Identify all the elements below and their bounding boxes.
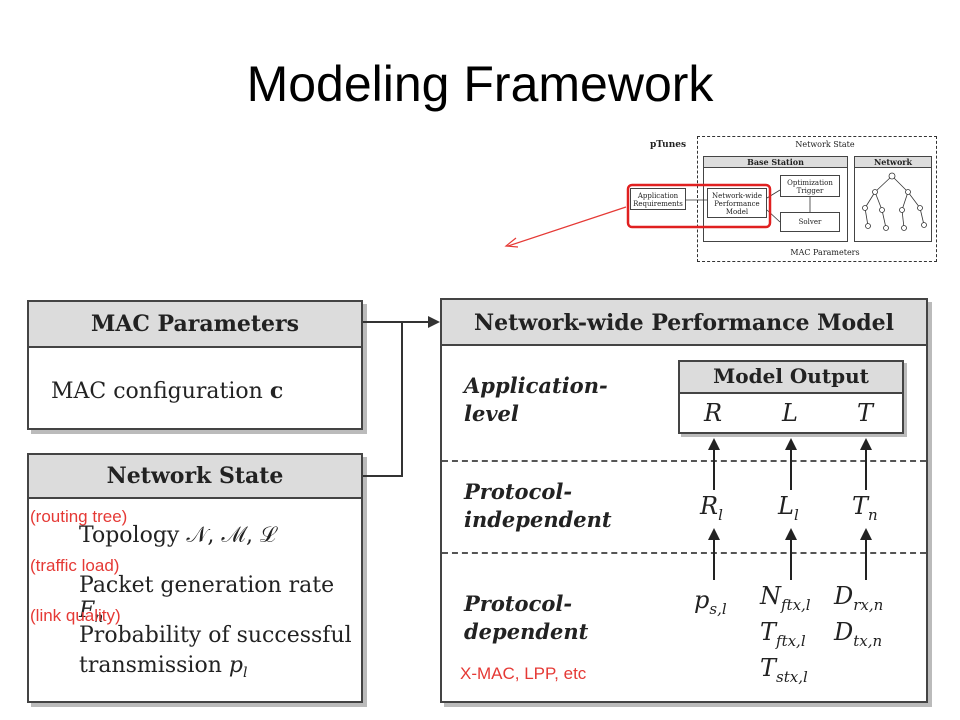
output-R: R (704, 399, 723, 427)
probability-sub: l (242, 665, 248, 682)
thumb-network: Network (854, 156, 932, 242)
var-L-l-sub: l (793, 505, 799, 524)
thumbnail-diagram: pTunes Network State Base Station Networ… (620, 130, 940, 265)
packet-rate-symbol: F (79, 598, 95, 623)
thumb-app-req: Application Requirements (630, 188, 686, 210)
network-state-header: Network State (29, 455, 361, 499)
thumb-network-tree (626, 172, 927, 231)
var-T-n-sub: n (868, 505, 878, 524)
output-L: L (782, 399, 798, 427)
level-application-line-1: Application- (464, 373, 608, 398)
mac-parameters-header: MAC Parameters (29, 302, 361, 348)
var-D-rx: Drx,n (834, 582, 883, 614)
thumb-base-station: Base Station (703, 156, 848, 242)
var-p-sl: ps,l (694, 586, 727, 618)
thumb-network-header: Network (855, 157, 931, 168)
var-p-sl-base: p (694, 586, 710, 614)
level-independent-line-2: independent (464, 507, 612, 532)
mac-parameters-box: MAC Parameters MAC configuration c (27, 300, 363, 430)
var-T-n: Tn (852, 492, 878, 524)
annotation-traffic-load: (traffic load) (30, 556, 120, 575)
probability-line-1: Probability of successful (79, 623, 352, 648)
packet-rate-sub: n (94, 610, 104, 627)
var-D-tx-base: D (834, 618, 854, 646)
level-protocol-dependent: Protocol- dependent (464, 590, 588, 646)
performance-model-box: Network-wide Performance Model Applicati… (440, 298, 928, 703)
level-dependent-line-2: dependent (464, 619, 589, 644)
level-divider-1 (442, 460, 926, 462)
model-output-box: Model Output (678, 360, 904, 434)
var-T-ftx: Tftx,l (760, 618, 806, 650)
var-R-l-sub: l (718, 505, 723, 524)
level-divider-2 (442, 552, 926, 554)
level-application: Application- level (464, 372, 608, 428)
var-N-ftx: Nftx,l (760, 582, 811, 614)
var-T-stx-sub: stx,l (776, 667, 808, 686)
annotation-link-quality: (link quality) (30, 606, 121, 625)
mac-configuration-text: MAC configuration (51, 379, 263, 404)
network-state-box: Network State Topology 𝒩, ℳ, ℒ Packet ge… (27, 453, 363, 703)
level-dependent-line-1: Protocol- (464, 591, 573, 616)
model-output-header: Model Output (680, 362, 902, 394)
topology-line: Topology 𝒩, ℳ, ℒ (79, 523, 277, 548)
packet-rate-text: Packet generation rate (79, 573, 335, 598)
level-independent-line-1: Protocol- (464, 479, 573, 504)
performance-model-header: Network-wide Performance Model (442, 300, 926, 346)
packet-rate-line: Packet generation rate Fn (79, 573, 361, 627)
thumb-perf-model: Network-wide Performance Model (707, 188, 767, 218)
var-T-stx: Tstx,l (760, 654, 808, 686)
annotation-routing-tree: (routing tree) (30, 507, 128, 526)
var-L-l: Ll (778, 492, 799, 524)
level-application-line-2: level (464, 401, 519, 426)
output-T: T (857, 399, 874, 427)
thumb-ptunes-label: pTunes (650, 140, 687, 150)
var-p-sl-sub: s,l (709, 599, 727, 618)
thumb-outer-frame (697, 136, 937, 262)
mac-configuration-line: MAC configuration c (51, 378, 283, 404)
var-N-ftx-sub: ftx,l (781, 595, 811, 614)
var-R-l-base: R (700, 492, 719, 520)
var-N-ftx-base: N (760, 582, 781, 610)
var-D-rx-sub: rx,n (853, 595, 884, 614)
thumb-solver: Solver (780, 212, 840, 232)
var-T-stx-base: T (760, 654, 777, 682)
mac-configuration-symbol: c (269, 378, 284, 404)
probability-line-2-text: transmission (79, 653, 222, 678)
var-T-ftx-sub: ftx,l (776, 631, 806, 650)
var-L-l-base: L (778, 492, 794, 520)
probability-symbol: p (228, 653, 243, 678)
var-D-tx: Dtx,n (834, 618, 882, 650)
page-title: Modeling Framework (246, 56, 714, 112)
thumb-mac-params: MAC Parameters (790, 248, 860, 257)
var-T-n-base: T (852, 492, 869, 520)
var-D-tx-sub: tx,n (853, 631, 883, 650)
var-D-rx-base: D (834, 582, 854, 610)
var-R-l: Rl (700, 492, 723, 524)
level-protocol-independent: Protocol- independent (464, 478, 612, 534)
thumb-opt-trigger: Optimization Trigger (780, 175, 840, 197)
var-T-ftx-base: T (760, 618, 777, 646)
thumb-network-state: Network State (795, 140, 855, 149)
thumb-base-station-header: Base Station (704, 157, 847, 168)
annotation-mac-protocols: X-MAC, LPP, etc (460, 664, 587, 683)
probability-line-2: transmission pl (79, 653, 247, 682)
